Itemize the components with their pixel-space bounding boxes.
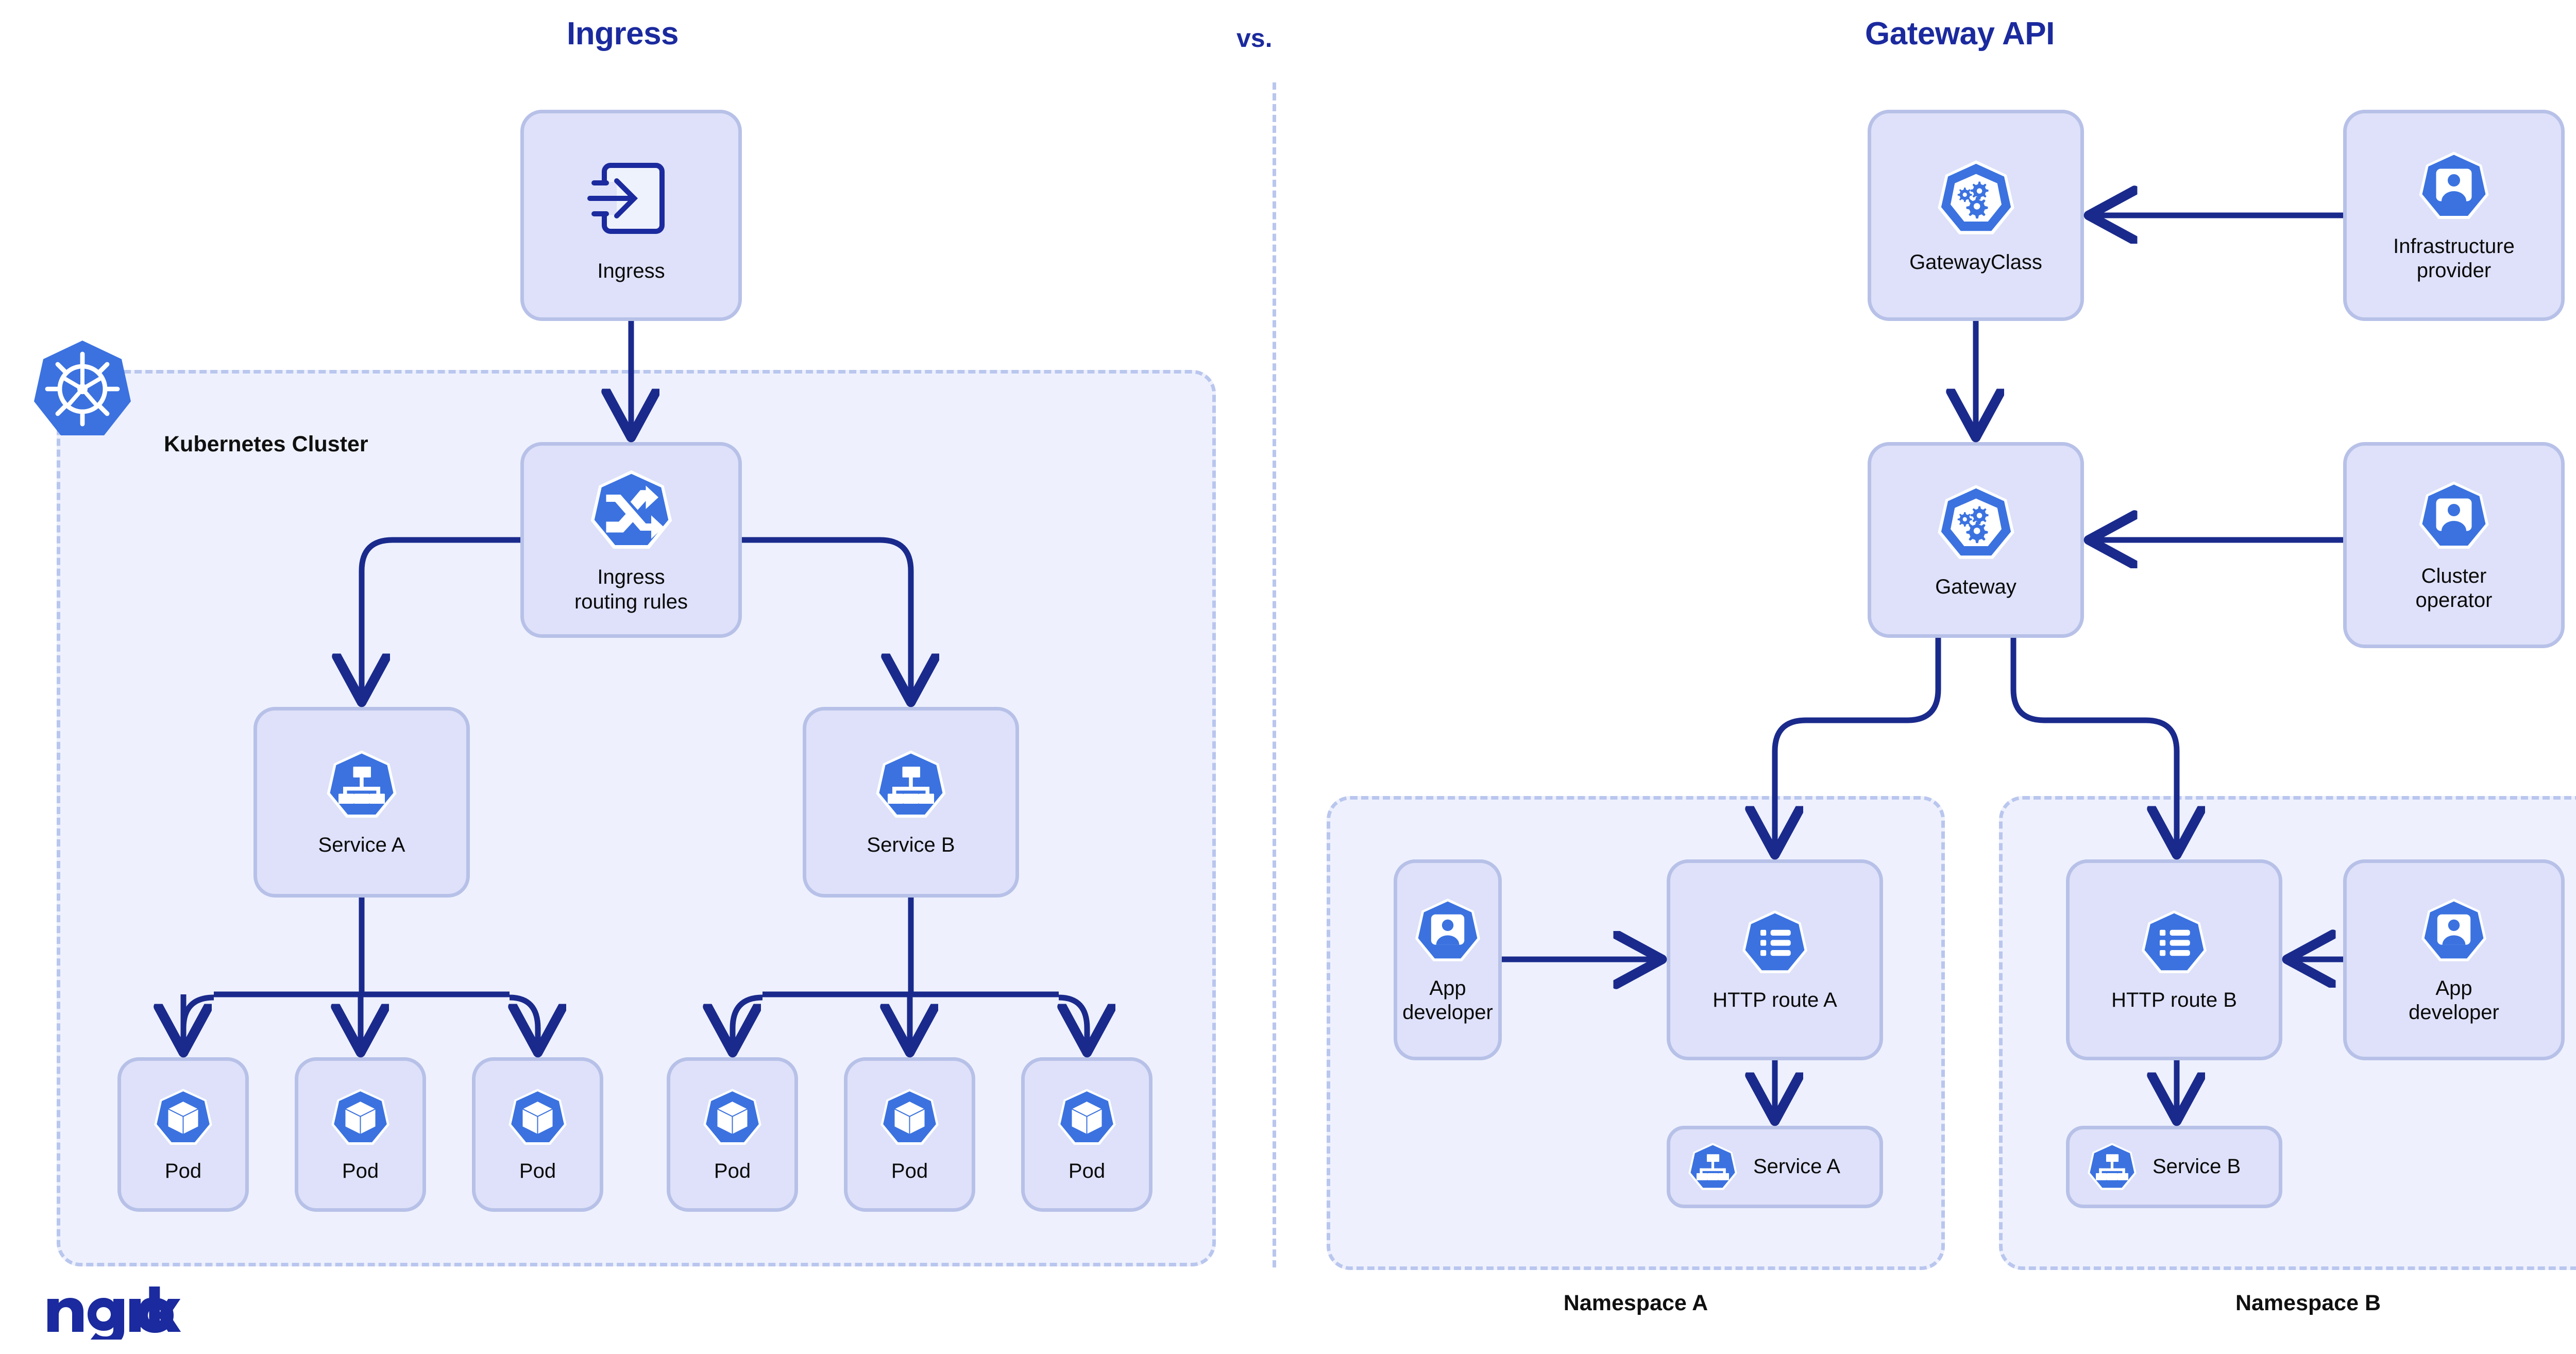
node-label: App developer	[1402, 976, 1493, 1024]
pod-cube-icon	[151, 1086, 215, 1150]
node-label: Pod	[1068, 1159, 1106, 1182]
node-label: Service B	[2153, 1155, 2241, 1178]
person-badge-icon	[1412, 895, 1484, 967]
namespace-a-label: Namespace A	[1563, 1291, 1708, 1315]
namespace-b-label: Namespace B	[2235, 1291, 2381, 1315]
page-title-gateway-api: Gateway API	[1865, 16, 2055, 52]
pod-cube-icon	[700, 1086, 765, 1150]
node-label: Service A	[318, 834, 405, 857]
node-label: Pod	[164, 1159, 202, 1182]
node-label: Cluster operator	[2415, 564, 2493, 612]
pod-cube-icon	[328, 1086, 393, 1150]
kubernetes-logo-icon	[31, 337, 134, 443]
person-badge-icon	[2415, 478, 2493, 555]
node-pod-2[interactable]: Pod	[295, 1057, 426, 1212]
service-hierarchy-icon	[1686, 1140, 1740, 1194]
node-label: Ingress routing rules	[574, 566, 688, 613]
list-icon	[2138, 907, 2210, 979]
gears-icon	[1934, 156, 2019, 241]
ngrok-logo	[45, 1285, 195, 1346]
node-label: HTTP route A	[1713, 989, 1837, 1012]
node-service-b[interactable]: Service B	[803, 707, 1019, 898]
service-hierarchy-icon	[2085, 1140, 2139, 1194]
list-icon	[1739, 907, 1811, 979]
node-pod-3[interactable]: Pod	[472, 1057, 603, 1212]
node-label: Ingress	[597, 260, 665, 283]
node-ingress-routing-rules[interactable]: Ingress routing rules	[520, 442, 742, 638]
node-app-developer-a[interactable]: App developer	[1394, 859, 1502, 1060]
pod-cube-icon	[505, 1086, 570, 1150]
node-label: GatewayClass	[1909, 250, 2042, 274]
cluster-label: Kubernetes Cluster	[164, 432, 368, 456]
ingress-arrow-icon	[580, 147, 683, 250]
node-label: Service A	[1753, 1155, 1840, 1178]
node-http-route-a[interactable]: HTTP route A	[1667, 859, 1883, 1060]
person-badge-icon	[2418, 895, 2490, 967]
node-label: Pod	[342, 1159, 379, 1182]
pod-cube-icon	[877, 1086, 942, 1150]
node-pod-1[interactable]: Pod	[117, 1057, 249, 1212]
node-cluster-operator[interactable]: Cluster operator	[2343, 442, 2565, 648]
node-label: HTTP route B	[2111, 989, 2237, 1012]
node-service-b-inline[interactable]: Service B	[2066, 1126, 2282, 1208]
shuffle-icon	[586, 466, 676, 556]
node-label: Pod	[714, 1159, 751, 1182]
node-label: Infrastructure provider	[2393, 234, 2515, 282]
node-service-a-inline[interactable]: Service A	[1667, 1126, 1883, 1208]
gears-icon	[1934, 481, 2019, 566]
node-service-a[interactable]: Service A	[253, 707, 470, 898]
node-label: Service B	[867, 834, 955, 857]
service-hierarchy-icon	[872, 747, 950, 824]
node-gatewayclass[interactable]: GatewayClass	[1868, 110, 2084, 321]
node-label: Gateway	[1935, 575, 2016, 598]
pod-cube-icon	[1055, 1086, 1119, 1150]
person-badge-icon	[2415, 148, 2493, 225]
node-pod-5[interactable]: Pod	[844, 1057, 975, 1212]
page-title-ingress: Ingress	[567, 16, 679, 52]
node-pod-6[interactable]: Pod	[1021, 1057, 1153, 1212]
node-label: App developer	[2409, 976, 2499, 1024]
node-ingress[interactable]: Ingress	[520, 110, 742, 321]
service-hierarchy-icon	[323, 747, 400, 824]
node-pod-4[interactable]: Pod	[667, 1057, 798, 1212]
node-app-developer-b[interactable]: App developer	[2343, 859, 2565, 1060]
node-http-route-b[interactable]: HTTP route B	[2066, 859, 2282, 1060]
node-label: Pod	[891, 1159, 928, 1182]
node-label: Pod	[519, 1159, 556, 1182]
node-infrastructure-provider[interactable]: Infrastructure provider	[2343, 110, 2565, 321]
vs-label: vs.	[1236, 24, 1273, 53]
panel-divider	[1273, 82, 1276, 1267]
node-gateway[interactable]: Gateway	[1868, 442, 2084, 638]
